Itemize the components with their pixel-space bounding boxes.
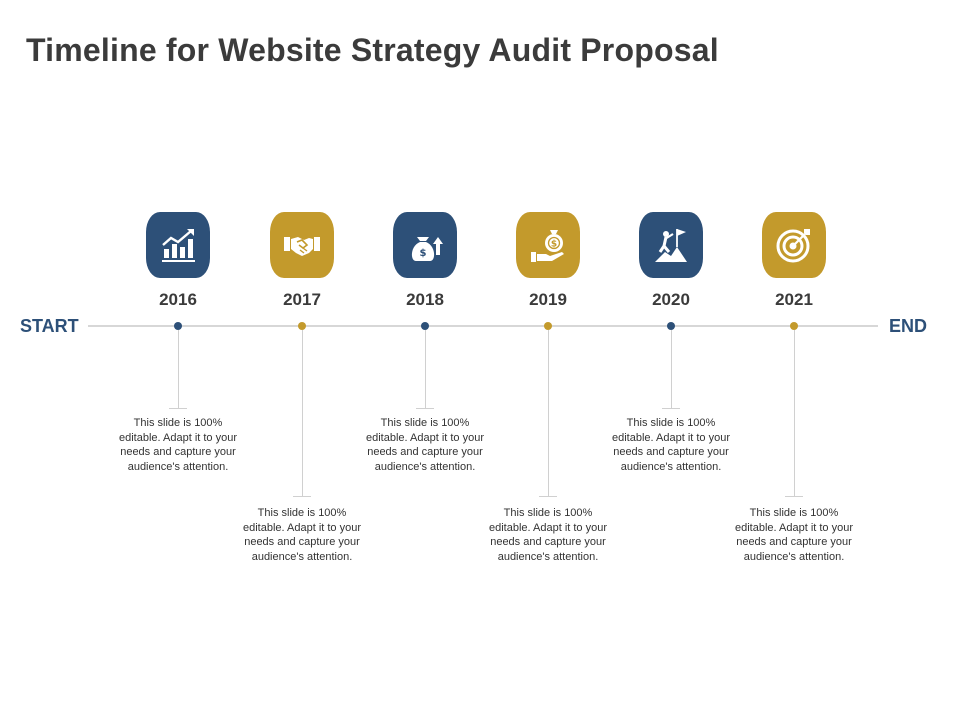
connector-stem <box>293 330 311 497</box>
money-bag-icon: $ <box>411 237 443 261</box>
icon-badge: $ <box>516 212 580 278</box>
start-label: START <box>20 316 79 336</box>
milestone-year: 2020 <box>652 290 690 309</box>
milestone-description: This slide is 100% editable. Adapt it to… <box>118 417 238 473</box>
milestone-description: This slide is 100% editable. Adapt it to… <box>365 417 485 473</box>
connector-stem <box>416 330 434 409</box>
timeline-dot <box>174 322 182 330</box>
connector-stem <box>169 330 187 409</box>
milestone-year: 2016 <box>159 290 197 309</box>
timeline-dot <box>544 322 552 330</box>
milestone-year: 2018 <box>406 290 444 309</box>
milestone-year: 2017 <box>283 290 321 309</box>
milestone-description: This slide is 100% editable. Adapt it to… <box>611 417 731 473</box>
icon-badge <box>762 212 826 278</box>
hand-money-icon: $ <box>531 230 564 262</box>
connector-stem <box>662 330 680 409</box>
connector-stem <box>785 330 803 497</box>
icon-badge <box>146 212 210 278</box>
milestone-description: This slide is 100% editable. Adapt it to… <box>734 507 854 563</box>
milestone-year: 2021 <box>775 290 813 309</box>
growth-chart-icon <box>162 229 195 262</box>
page-title: Timeline for Website Strategy Audit Prop… <box>26 32 719 68</box>
timeline-dot <box>298 322 306 330</box>
milestone-description: This slide is 100% editable. Adapt it to… <box>488 507 608 563</box>
icon-badge <box>639 212 703 278</box>
icon-badge <box>270 212 334 278</box>
timeline-dot <box>790 322 798 330</box>
target-icon <box>776 229 810 263</box>
svg-text:$: $ <box>420 248 427 259</box>
timeline-dot <box>421 322 429 330</box>
milestone-description: This slide is 100% editable. Adapt it to… <box>242 507 362 563</box>
milestone-year: 2019 <box>529 290 567 309</box>
icon-badge: $ <box>393 212 457 278</box>
end-label: END <box>889 316 928 336</box>
timeline-line <box>88 325 878 327</box>
connector-stem <box>539 330 557 497</box>
handshake-icon <box>284 237 320 256</box>
timeline-dot <box>667 322 675 330</box>
summit-flag-icon <box>655 229 687 262</box>
svg-text:$: $ <box>551 240 557 250</box>
